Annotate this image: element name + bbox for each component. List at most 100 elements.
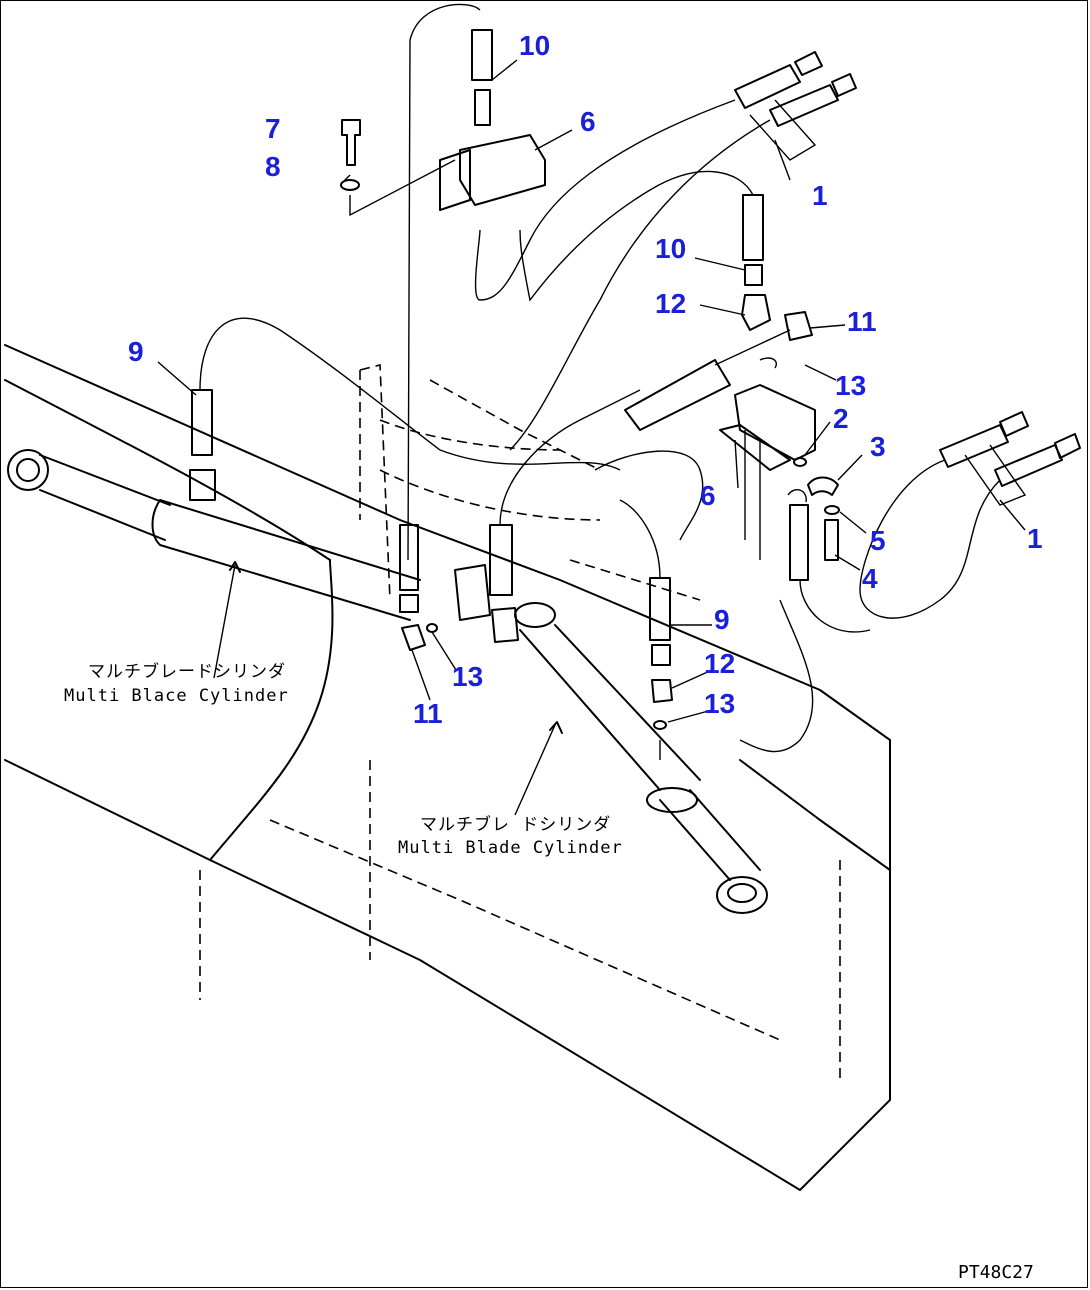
bracket-6-lower-flange	[719, 424, 791, 471]
right-cylinder-caption-en: Multi Blade Cylinder	[398, 838, 623, 858]
bolt-4	[824, 519, 839, 561]
oring-13-middle	[759, 357, 777, 369]
callout-5: 5	[870, 525, 886, 556]
callout-11-middle: 11	[847, 306, 877, 337]
right-cylinder-caption-jp: マルチブレ ドシリンダ	[420, 815, 612, 835]
hose-9-left-route	[199, 317, 621, 471]
elbow-11-lower	[401, 624, 426, 651]
callout-9-right: 9	[714, 604, 730, 635]
left-cylinder-eye-outer	[7, 449, 49, 491]
hose-center-vertical	[489, 524, 513, 596]
right-cylinder-barrel	[519, 624, 701, 791]
hose-1-lower-route	[859, 459, 1001, 619]
washer-8	[340, 179, 360, 191]
blade-top-edge	[4, 344, 891, 741]
hose-10-middle-route	[519, 170, 754, 302]
frame-hidden-outline	[359, 363, 701, 601]
nut-10-middle	[744, 264, 763, 286]
callout-10-middle: 10	[655, 233, 687, 264]
callout-4: 4	[862, 563, 878, 594]
hose-middle-long	[624, 359, 731, 431]
right-cylinder-rod	[659, 789, 761, 881]
hose-1-lower-tip-b	[1054, 433, 1081, 459]
drawing-code: PT48C27	[958, 1262, 1034, 1283]
left-cylinder-rod	[39, 454, 171, 541]
hose-1-upper-bracket	[749, 99, 817, 161]
blade-bottom-right-edge	[799, 739, 891, 1191]
callout-1-lower: 1	[1027, 523, 1043, 554]
callout-8: 8	[265, 151, 281, 182]
fitting-12-lower	[651, 679, 673, 703]
frame-hidden-outline-2	[379, 419, 601, 521]
hose-1-lower-a	[939, 424, 1009, 468]
right-cylinder-collar	[646, 787, 698, 813]
hose-1-upper-tip-a	[794, 51, 823, 76]
valve-block	[459, 134, 546, 206]
leader-lines	[157, 59, 1026, 816]
hose-1-upper-route-b	[509, 119, 771, 451]
callout-2: 2	[833, 403, 849, 434]
hose-9-left	[191, 389, 213, 456]
arrow-right-cylinder	[549, 721, 563, 734]
callout-13-middle: 13	[835, 370, 867, 401]
callout-7: 7	[265, 113, 281, 144]
left-cylinder-caption-en: Multi Blace Cylinder	[64, 686, 289, 706]
valve-bracket	[439, 149, 471, 211]
fitting-12-middle	[741, 294, 771, 331]
fitting-center-lower	[491, 607, 519, 643]
nut-9-right	[651, 644, 671, 666]
hose-1-upper-a	[734, 64, 801, 109]
hose-lower-loop	[739, 579, 871, 753]
hose-1-upper-b	[769, 84, 839, 127]
hose-9-right-route	[619, 499, 661, 760]
callout-1-upper: 1	[812, 180, 828, 211]
oring-13-lower-left	[426, 623, 438, 633]
callout-13-lower-left: 13	[452, 661, 484, 692]
blade-right-edge-strip	[739, 759, 891, 871]
callout-13-lower-right: 13	[704, 688, 736, 719]
callout-6-upper: 6	[580, 106, 596, 137]
blade-hidden-line-4	[269, 819, 781, 1041]
oring-13-lower	[653, 720, 667, 730]
callout-12-middle: 12	[655, 288, 687, 319]
arrow-left-cylinder	[229, 561, 241, 573]
hose-1-upper-tip-b	[831, 73, 857, 97]
right-cylinder-head	[514, 602, 556, 628]
blade-lower-left-edge	[4, 759, 801, 1191]
bolt-7	[341, 119, 361, 166]
callout-3: 3	[870, 431, 886, 462]
callout-9-left: 9	[128, 336, 144, 367]
left-cylinder-port	[189, 469, 216, 501]
callout-10-upper: 10	[519, 30, 551, 61]
bracket-lower-clamp	[787, 488, 807, 503]
hose-9-right	[649, 577, 671, 641]
bracket-6-lower	[734, 384, 816, 461]
blade-inner-fold	[209, 559, 334, 861]
hose-10-middle	[742, 194, 764, 261]
cylinder-port-center	[454, 564, 491, 621]
valve-top-fitting	[474, 89, 491, 126]
callout-11-lower: 11	[413, 698, 443, 729]
washer-5	[824, 505, 840, 515]
right-cylinder-eye-inner	[727, 883, 757, 903]
hose-lower-vertical	[789, 504, 809, 581]
callout-12-lower: 12	[704, 648, 736, 679]
hose-1-lower-bracket	[964, 444, 1027, 506]
clip-3	[807, 476, 839, 496]
right-cylinder-eye-outer	[716, 876, 768, 914]
bolt-leader-line	[349, 159, 456, 217]
blade-upper-left-curve	[4, 379, 331, 561]
hose-1-upper-route-a	[474, 99, 736, 301]
hose-1-lower-tip-a	[999, 411, 1029, 437]
hose-middle-to-elbow	[714, 329, 791, 366]
bracket-6-lower-post	[744, 430, 761, 560]
oring-2	[793, 457, 807, 467]
left-cylinder-caption-jp: マルチブレードシリンダ	[88, 662, 286, 682]
callout-6-lower: 6	[700, 480, 716, 511]
elbow-11-middle	[784, 311, 813, 341]
left-cylinder-eye-inner	[16, 458, 40, 482]
nut-lower-left	[399, 594, 419, 613]
hose-lower-vertical-left	[399, 524, 419, 591]
